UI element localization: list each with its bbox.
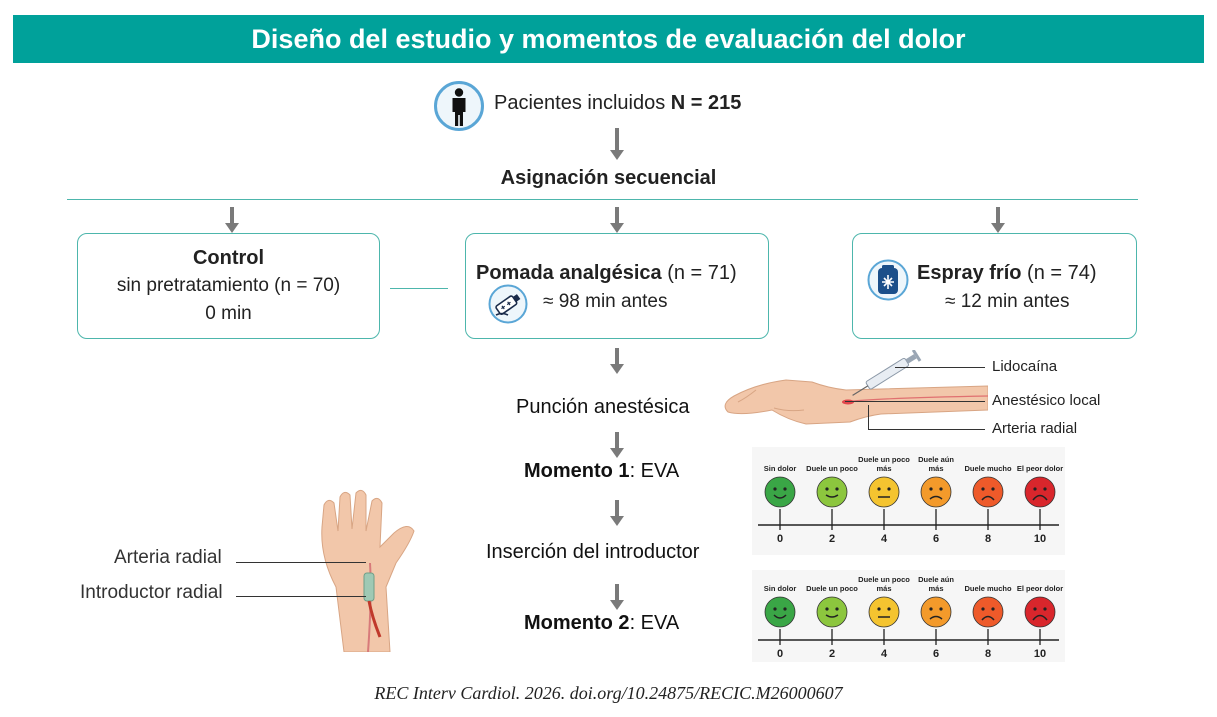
group-espray-title: Espray frío (n = 74) (917, 259, 1097, 287)
arrow-down-icon (225, 207, 239, 233)
scale-value: 4 (880, 648, 888, 660)
leader-line (236, 596, 366, 597)
arrow-down-icon (610, 348, 624, 374)
step-insercion: Inserción del introductor (486, 541, 700, 563)
face-caption: Duele un poco (806, 584, 858, 593)
arrow-down-icon (610, 584, 624, 610)
arrow-down-icon (610, 500, 624, 526)
connector-line (390, 288, 448, 289)
group-pomada-title: Pomada analgésica (n = 71) (476, 259, 737, 287)
scale-value: 4 (880, 533, 888, 545)
face-caption: Duele aún más (918, 575, 954, 593)
face-caption: Duele un poco (806, 464, 858, 473)
divider-line (67, 199, 1138, 200)
momento2-eva: : EVA (629, 612, 680, 634)
cold-spray-icon (867, 259, 909, 301)
pain-scale-2: Sin dolor 0 Duele un poco 2 Duele un poco má… (752, 570, 1065, 662)
face-caption: El peor dolor (1016, 464, 1064, 473)
pain-face-icon (920, 476, 952, 508)
scale-value: 0 (776, 648, 784, 660)
ointment-tube-icon (488, 284, 528, 324)
face-caption: Duele aún más (918, 455, 954, 473)
group-espray-time: ≈ 12 min antes (945, 291, 1070, 312)
pain-face-icon (764, 596, 796, 628)
momento2-label: Momento 2 (524, 612, 630, 634)
face-caption: Duele mucho (964, 584, 1012, 593)
patients-label: Pacientes incluidos (494, 92, 666, 114)
group-espray-n: (n = 74) (1027, 262, 1097, 284)
arrow-down-icon (610, 432, 624, 458)
group-control-time: 0 min (205, 303, 252, 324)
pain-faces (758, 596, 1059, 645)
person-icon (433, 80, 485, 132)
group-pomada-box: Pomada analgésica (n = 71) ≈ 98 min ante… (465, 233, 769, 339)
leader-line (845, 401, 985, 402)
group-espray-box: Espray frío (n = 74) ≈ 12 min antes (852, 233, 1137, 339)
scale-value: 2 (828, 648, 836, 660)
arrow-down-icon (991, 207, 1005, 233)
scale-value: 6 (932, 533, 940, 545)
pain-face-icon (1024, 596, 1056, 628)
pain-face-icon (868, 596, 900, 628)
arrow-down-icon (610, 128, 624, 160)
face-caption: Duele un poco más (858, 575, 910, 593)
face-caption: Duele mucho (964, 464, 1012, 473)
step-momento2: Momento 2: EVA (524, 612, 679, 635)
patients-n: N = 215 (670, 92, 742, 114)
leader-line (868, 405, 869, 429)
arrow-down-icon (610, 207, 624, 233)
group-control-box: Control sin pretratamiento (n = 70) 0 mi… (77, 233, 380, 339)
momento1-eva: : EVA (629, 460, 680, 482)
citation-footer: REC Interv Cardiol. 2026. doi.org/10.248… (374, 683, 843, 703)
page-title: Diseño del estudio y momentos de evaluac… (251, 23, 966, 54)
momento1-label: Momento 1 (524, 460, 630, 482)
leader-line (868, 429, 985, 430)
assignment-label: Asignación secuencial (500, 167, 717, 189)
step-puncion: Punción anestésica (516, 396, 690, 418)
label-arteria-wrist: Arteria radial (992, 420, 1078, 437)
scale-value: 10 (1033, 648, 1047, 660)
face-caption: Duele un poco más (858, 455, 910, 473)
face-caption: Sin dolor (763, 584, 797, 593)
group-pomada-n: (n = 71) (667, 262, 737, 284)
group-pomada-name: Pomada analgésica (476, 262, 662, 284)
pain-face-icon (972, 596, 1004, 628)
group-control-subtitle: sin pretratamiento (n = 70) (116, 275, 341, 296)
pain-face-icon (816, 476, 848, 508)
face-caption: El peor dolor (1016, 584, 1064, 593)
title-banner: Diseño del estudio y momentos de evaluac… (13, 15, 1204, 63)
scale-value: 8 (984, 533, 992, 545)
face-caption: Sin dolor (763, 464, 797, 473)
pain-face-icon (1024, 476, 1056, 508)
group-espray-name: Espray frío (917, 262, 1022, 284)
group-control-name: Control (192, 247, 265, 269)
pain-scale-1: Sin dolor 0 Duele un poco 2 Duele un poco má… (752, 447, 1065, 555)
step-momento1: Momento 1: EVA (524, 460, 679, 483)
group-pomada-time: ≈ 98 min antes (543, 291, 668, 312)
label-lidocaina: Lidocaína (992, 358, 1058, 375)
wrist-injection-illustration (724, 350, 988, 425)
pain-face-icon (868, 476, 900, 508)
patients-text: Pacientes incluidos N = 215 (494, 92, 741, 115)
scale-value: 2 (828, 533, 836, 545)
leader-line (236, 562, 366, 563)
scale-value: 8 (984, 648, 992, 660)
label-anestesico: Anestésico local (992, 392, 1101, 409)
hand-introducer-illustration (321, 489, 415, 652)
label-arteria-hand: Arteria radial (114, 547, 222, 568)
label-introductor: Introductor radial (80, 582, 223, 603)
pain-face-icon (764, 476, 796, 508)
scale-value: 6 (932, 648, 940, 660)
pain-faces (758, 476, 1059, 530)
pain-face-icon (816, 596, 848, 628)
leader-line (895, 367, 985, 368)
pain-face-icon (920, 596, 952, 628)
scale-value: 10 (1033, 533, 1047, 545)
scale-value: 0 (776, 533, 784, 545)
pain-face-icon (972, 476, 1004, 508)
